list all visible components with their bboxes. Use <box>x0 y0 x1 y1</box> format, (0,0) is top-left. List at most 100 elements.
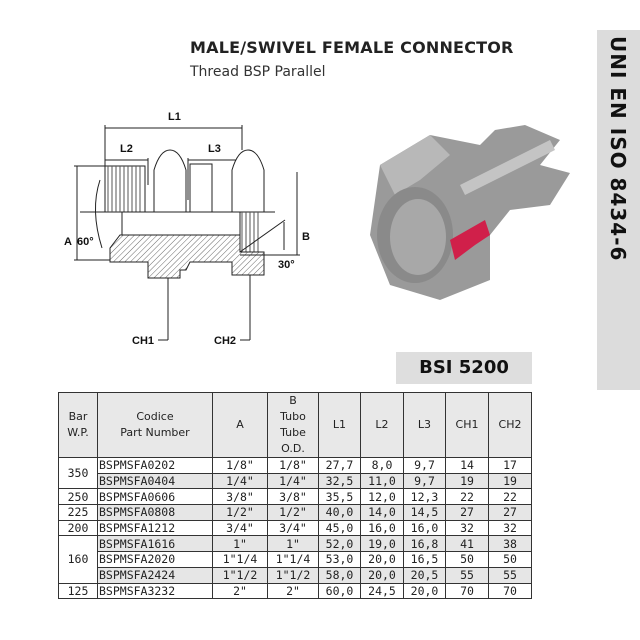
cell-code: BSPMSFA2424 <box>97 566 213 584</box>
cell-l3: 16,0 <box>403 519 446 537</box>
cell-ch1: 22 <box>445 488 489 506</box>
cell-l1: 58,0 <box>318 566 361 584</box>
page-subtitle: Thread BSP Parallel <box>190 64 326 80</box>
cell-bar: 125 <box>58 582 98 600</box>
cell-l2: 20,0 <box>360 566 404 584</box>
cell-l1: 60,0 <box>318 582 361 600</box>
page-title: MALE/SWIVEL FEMALE CONNECTOR <box>190 38 514 57</box>
connector-3d-render <box>370 125 570 300</box>
cell-b: 1/4" <box>267 472 319 490</box>
cell-l2: 12,0 <box>360 488 404 506</box>
cell-l2: 14,0 <box>360 504 404 521</box>
cell-ch2: 17 <box>488 457 532 474</box>
cell-l1: 32,5 <box>318 472 361 490</box>
cell-b: 3/4" <box>267 519 319 537</box>
cell-b: 1" <box>267 535 319 553</box>
cell-bar: 250 <box>58 488 98 506</box>
cell-b: 3/8" <box>267 488 319 506</box>
cell-ch2: 19 <box>488 472 532 490</box>
cell-l3: 14,5 <box>403 504 446 521</box>
col-l2: L2 <box>360 392 404 458</box>
cell-ch1: 55 <box>445 566 489 584</box>
cell-l3: 20,0 <box>403 582 446 600</box>
cell-a: 3/8" <box>212 488 268 506</box>
cell-l3: 12,3 <box>403 488 446 506</box>
cell-code: BSPMSFA1212 <box>97 519 213 537</box>
standard-band <box>597 30 640 390</box>
cell-code: BSPMSFA0808 <box>97 504 213 521</box>
cell-b: 1"1/4 <box>267 551 319 568</box>
col-ch1: CH1 <box>445 392 489 458</box>
technical-drawing: L1 L2 L3 A 60° B 30° CH1 CH2 <box>64 111 310 347</box>
cell-a: 3/4" <box>212 519 268 537</box>
cell-l3: 9,7 <box>403 472 446 490</box>
cell-bar: 350 <box>58 456 98 490</box>
cell-bar: 160 <box>58 535 98 584</box>
cell-ch2: 32 <box>488 519 532 537</box>
cell-b: 1/2" <box>267 504 319 521</box>
cell-l3: 16,8 <box>403 535 446 553</box>
cell-a: 1/4" <box>212 472 268 490</box>
angle-30-label: 30° <box>278 259 295 271</box>
cell-l3: 9,7 <box>403 457 446 474</box>
cell-a: 1/8" <box>212 457 268 474</box>
col-a: A <box>212 392 268 458</box>
cell-a: 1"1/4 <box>212 551 268 568</box>
cell-ch2: 50 <box>488 551 532 568</box>
cell-code: BSPMSFA2020 <box>97 551 213 568</box>
cell-b: 1"1/2 <box>267 566 319 584</box>
dim-l2-label: L2 <box>120 143 133 155</box>
cell-code: BSPMSFA0202 <box>97 457 213 474</box>
cell-ch2: 55 <box>488 566 532 584</box>
cell-l1: 35,5 <box>318 488 361 506</box>
cell-l2: 11,0 <box>360 472 404 490</box>
cell-a: 1/2" <box>212 504 268 521</box>
cell-ch2: 22 <box>488 488 532 506</box>
ch2-label: CH2 <box>214 335 236 347</box>
cell-code: BSPMSFA0606 <box>97 488 213 506</box>
col-l1: L1 <box>318 392 361 458</box>
cell-l1: 40,0 <box>318 504 361 521</box>
cell-ch1: 70 <box>445 582 489 600</box>
cell-l1: 27,7 <box>318 457 361 474</box>
cell-b: 2" <box>267 582 319 600</box>
col-l3: L3 <box>403 392 446 458</box>
cell-l1: 45,0 <box>318 519 361 537</box>
dim-a-label: A <box>64 236 72 248</box>
cell-l2: 19,0 <box>360 535 404 553</box>
cell-ch1: 14 <box>445 457 489 474</box>
col-ch2: CH2 <box>488 392 532 458</box>
cell-l2: 20,0 <box>360 551 404 568</box>
dim-l3-label: L3 <box>208 143 221 155</box>
dim-b-label: B <box>302 231 310 243</box>
cell-l2: 8,0 <box>360 457 404 474</box>
cell-bar: 225 <box>58 504 98 521</box>
cell-a: 2" <box>212 582 268 600</box>
ch1-label: CH1 <box>132 335 154 347</box>
cell-ch1: 41 <box>445 535 489 553</box>
cell-l2: 24,5 <box>360 582 404 600</box>
standard-label: UNI EN ISO 8434-6 <box>606 36 630 262</box>
cell-ch2: 38 <box>488 535 532 553</box>
dim-l1-label: L1 <box>168 111 181 123</box>
cell-l3: 16,5 <box>403 551 446 568</box>
cell-code: BSPMSFA1616 <box>97 535 213 553</box>
standard-badge: BSI 5200 <box>396 352 532 384</box>
cell-ch1: 19 <box>445 472 489 490</box>
cell-l3: 20,5 <box>403 566 446 584</box>
cell-a: 1"1/2 <box>212 566 268 584</box>
cell-l1: 53,0 <box>318 551 361 568</box>
